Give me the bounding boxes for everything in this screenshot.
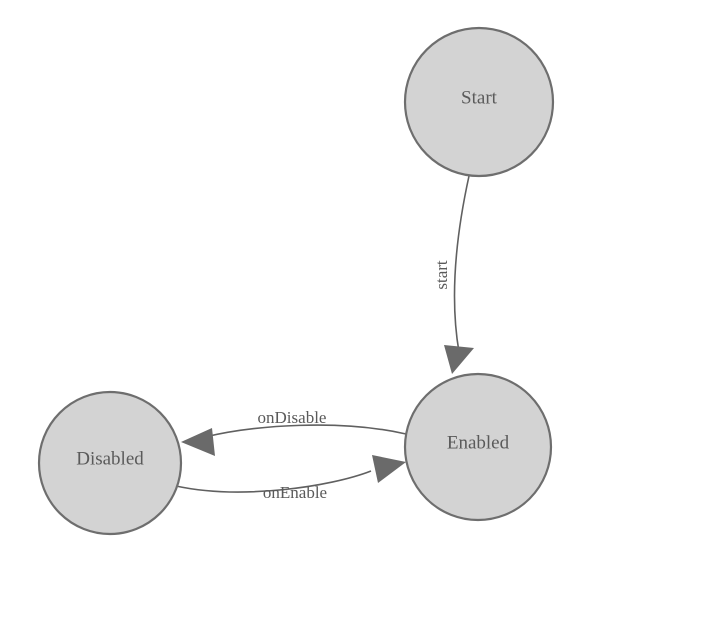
state-node-enabled-circle	[403, 372, 553, 522]
state-node-start-label: Start	[461, 87, 498, 108]
state-node-enabled[interactable]: Enabled	[403, 372, 553, 522]
state-node-disabled-circle	[37, 390, 183, 536]
edge-start-to-enabled-arrowhead	[444, 345, 474, 374]
edge-disabled-to-enabled-label: onEnable	[263, 483, 327, 502]
state-node-disabled[interactable]: Disabled	[37, 390, 183, 536]
edge-disabled-to-enabled[interactable]: onEnable	[175, 455, 406, 502]
state-node-start[interactable]: Start	[403, 26, 555, 178]
edge-disabled-to-enabled-arrowhead	[372, 455, 406, 483]
edge-disabled-to-enabled-path	[175, 470, 372, 493]
edge-enabled-to-disabled-path	[204, 424, 407, 438]
edge-enabled-to-disabled-label: onDisable	[258, 408, 327, 427]
edge-enabled-to-disabled-arrowhead	[181, 428, 215, 456]
edge-start-to-enabled-path	[453, 175, 470, 353]
edge-start-to-enabled[interactable]: start	[432, 175, 474, 374]
state-node-enabled-label: Enabled	[447, 432, 510, 453]
edge-enabled-to-disabled[interactable]: onDisable	[181, 408, 407, 456]
state-node-disabled-label: Disabled	[76, 448, 144, 469]
edge-start-to-enabled-label: start	[432, 260, 451, 290]
state-node-start-circle	[403, 26, 555, 178]
